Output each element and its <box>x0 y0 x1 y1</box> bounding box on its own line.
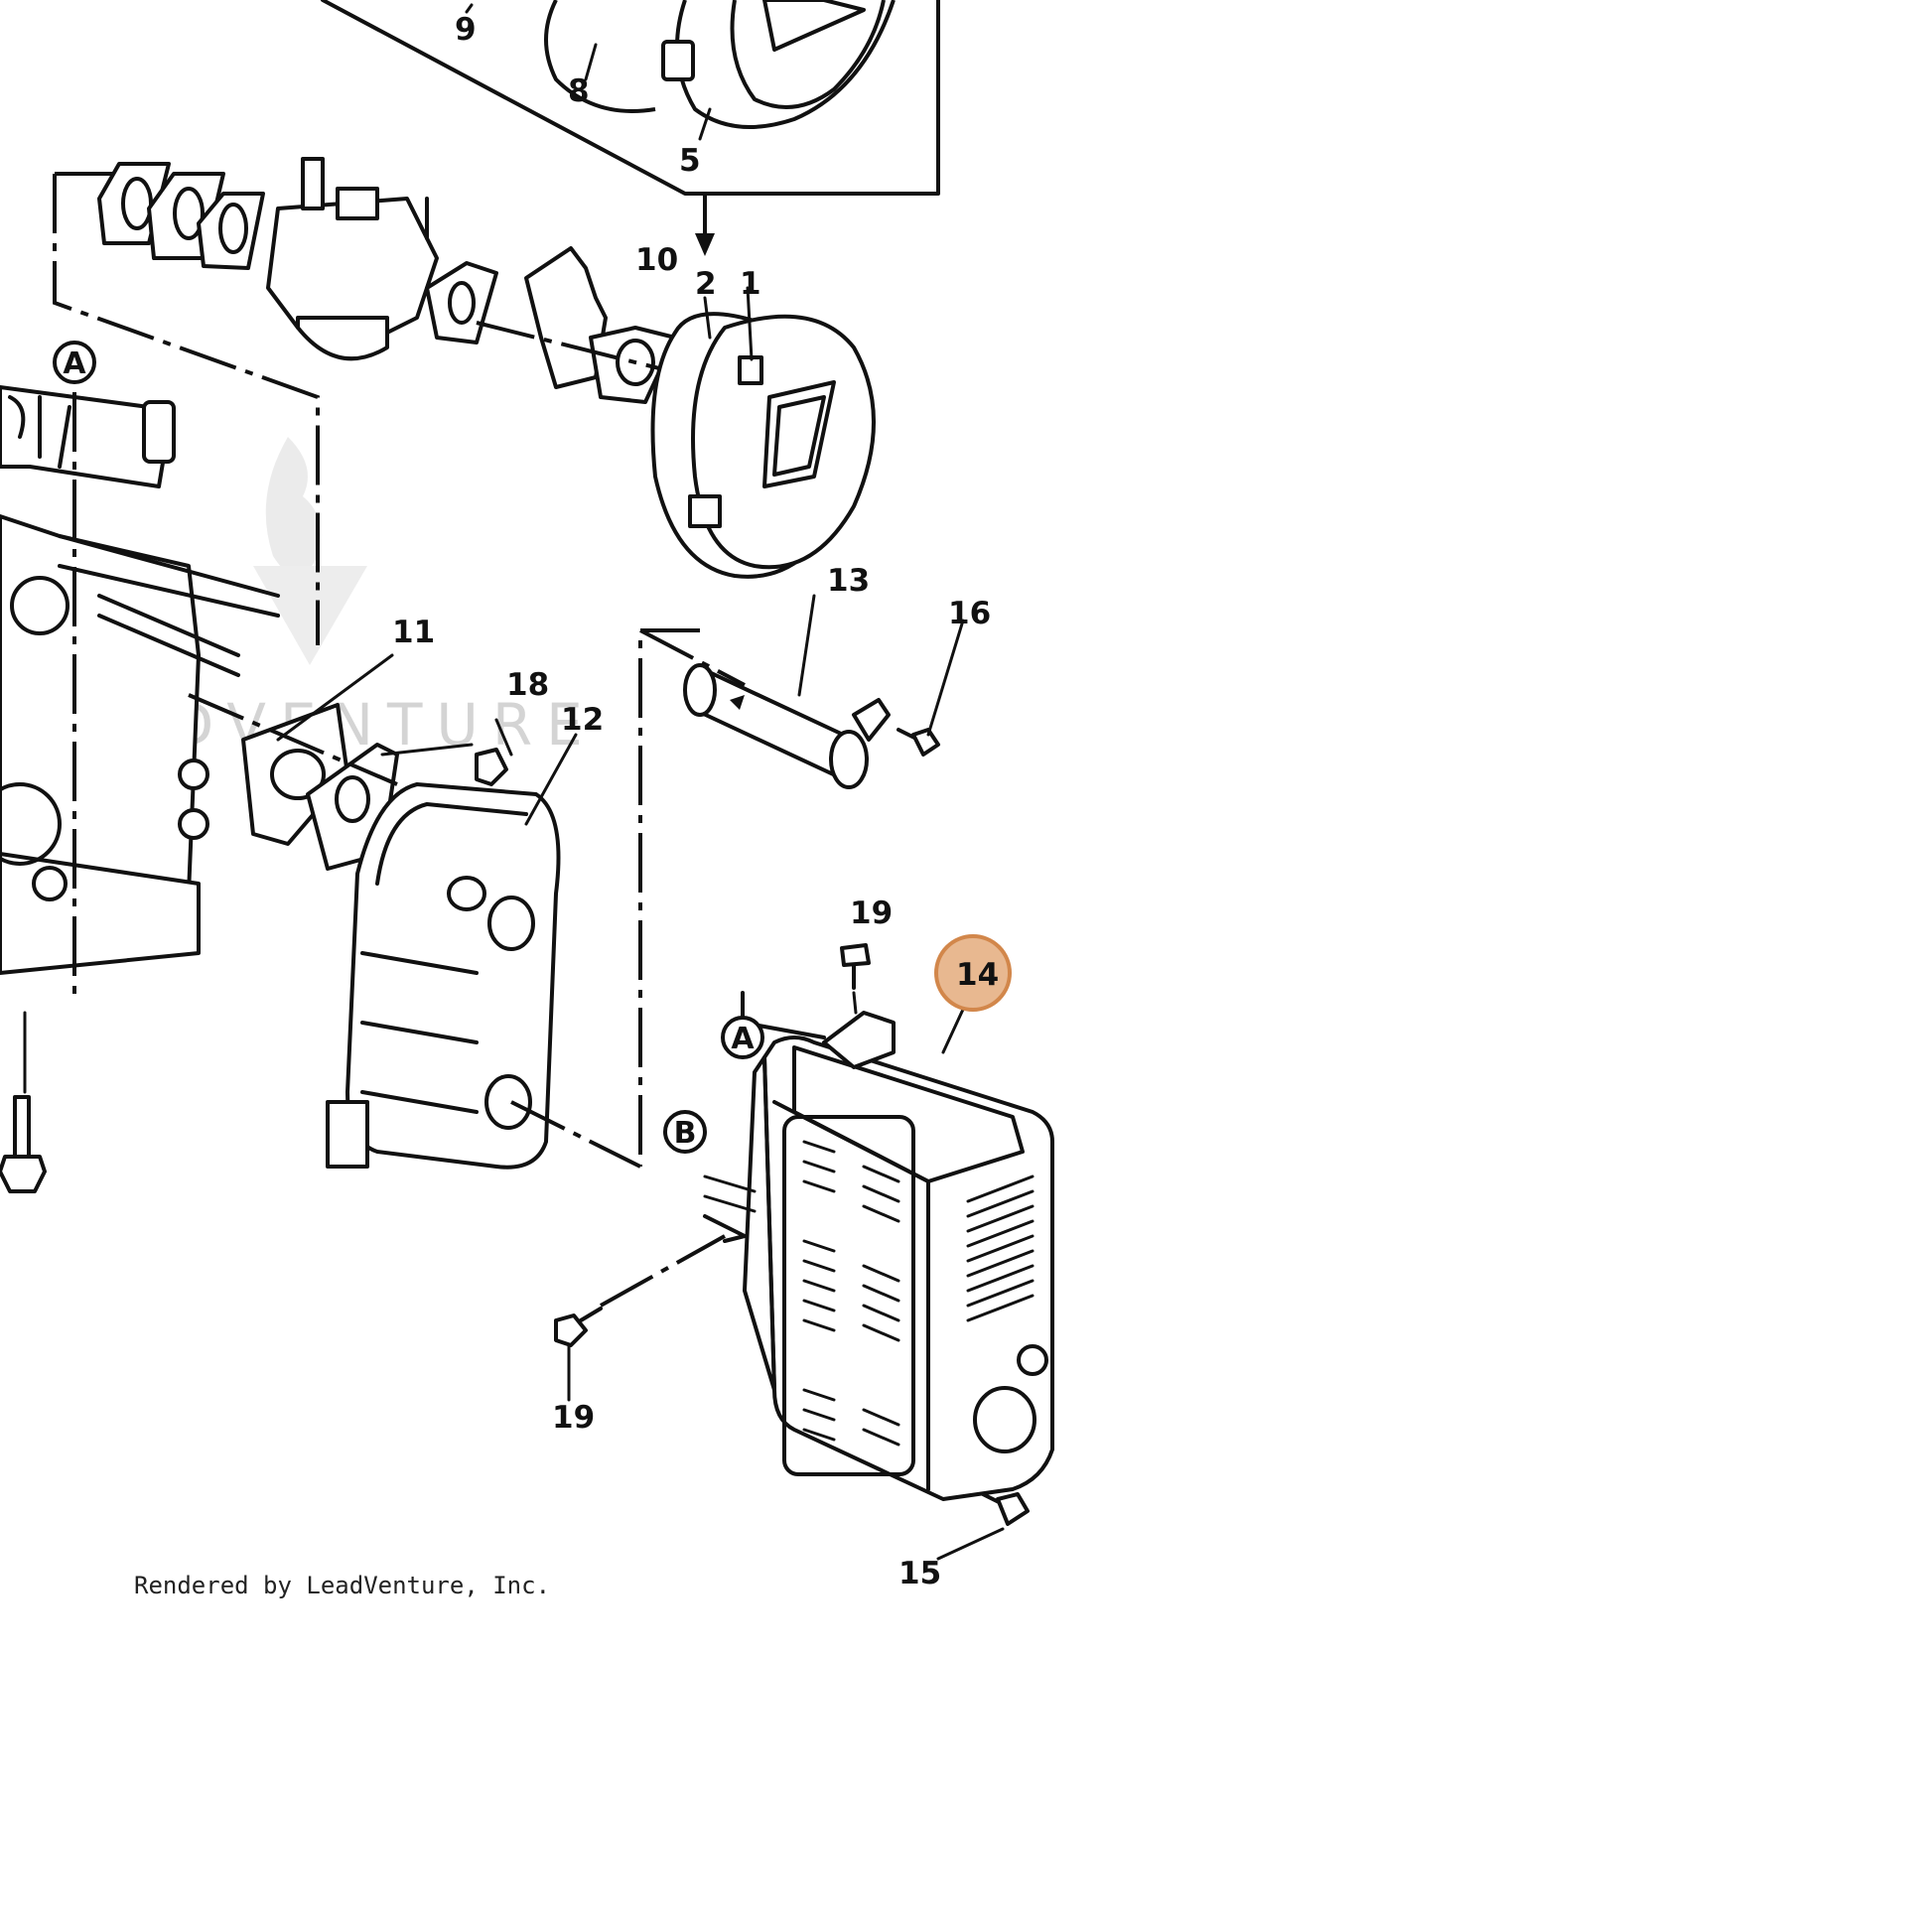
label-part-12: 12 <box>561 702 604 738</box>
carburetor-group-outline <box>53 174 320 645</box>
marker-b: B <box>663 1110 707 1154</box>
muffler-heat-shield <box>326 782 561 1170</box>
muffler-guard-vents-front <box>782 1115 915 1476</box>
muffler-guard-vents-side <box>966 1174 1048 1453</box>
engine-block <box>0 385 280 975</box>
nut-18 <box>475 748 508 786</box>
marker-a-lower: A <box>721 1016 764 1059</box>
svg-text:A: A <box>63 346 86 381</box>
highlight-callout[interactable] <box>934 934 1012 1012</box>
carburetor-gasket <box>425 261 498 345</box>
label-part-19-bottom: 19 <box>552 1400 595 1436</box>
svg-text:B: B <box>674 1116 697 1151</box>
watermark-logo <box>253 437 367 665</box>
label-part-16: 16 <box>948 596 991 631</box>
label-part-10: 10 <box>635 242 678 278</box>
assembly-bracket-line <box>321 0 940 196</box>
air-cleaner-cover-upper <box>544 0 896 129</box>
screw-16 <box>897 728 940 757</box>
label-part-14: 14 <box>956 957 999 993</box>
label-part-18: 18 <box>506 667 549 703</box>
marker-a-upper: A <box>53 341 96 384</box>
label-part-19-top: 19 <box>850 896 893 931</box>
label-part-11: 11 <box>392 615 435 650</box>
svg-text:A: A <box>731 1022 755 1056</box>
label-part-2: 2 <box>695 266 717 302</box>
carburetor <box>266 157 439 361</box>
air-cleaner-bracket <box>524 246 608 389</box>
screw-19-bottom <box>554 1307 603 1347</box>
label-part-13: 13 <box>827 563 870 599</box>
label-part-15: 15 <box>898 1556 941 1591</box>
muffler-guard[interactable] <box>743 1011 1054 1501</box>
label-part-9: 9 <box>455 12 477 48</box>
screw-19-top <box>840 943 871 990</box>
spark-arrester <box>683 663 891 789</box>
screw-15 <box>981 1492 1030 1526</box>
credit-text: Rendered by LeadVenture, Inc. <box>134 1572 550 1599</box>
label-part-1: 1 <box>740 266 761 302</box>
engine-bolt <box>0 1095 47 1193</box>
label-part-8: 8 <box>568 73 590 109</box>
label-part-5: 5 <box>679 143 701 179</box>
gasket-set <box>97 162 265 270</box>
air-cleaner-assembly <box>650 312 876 579</box>
